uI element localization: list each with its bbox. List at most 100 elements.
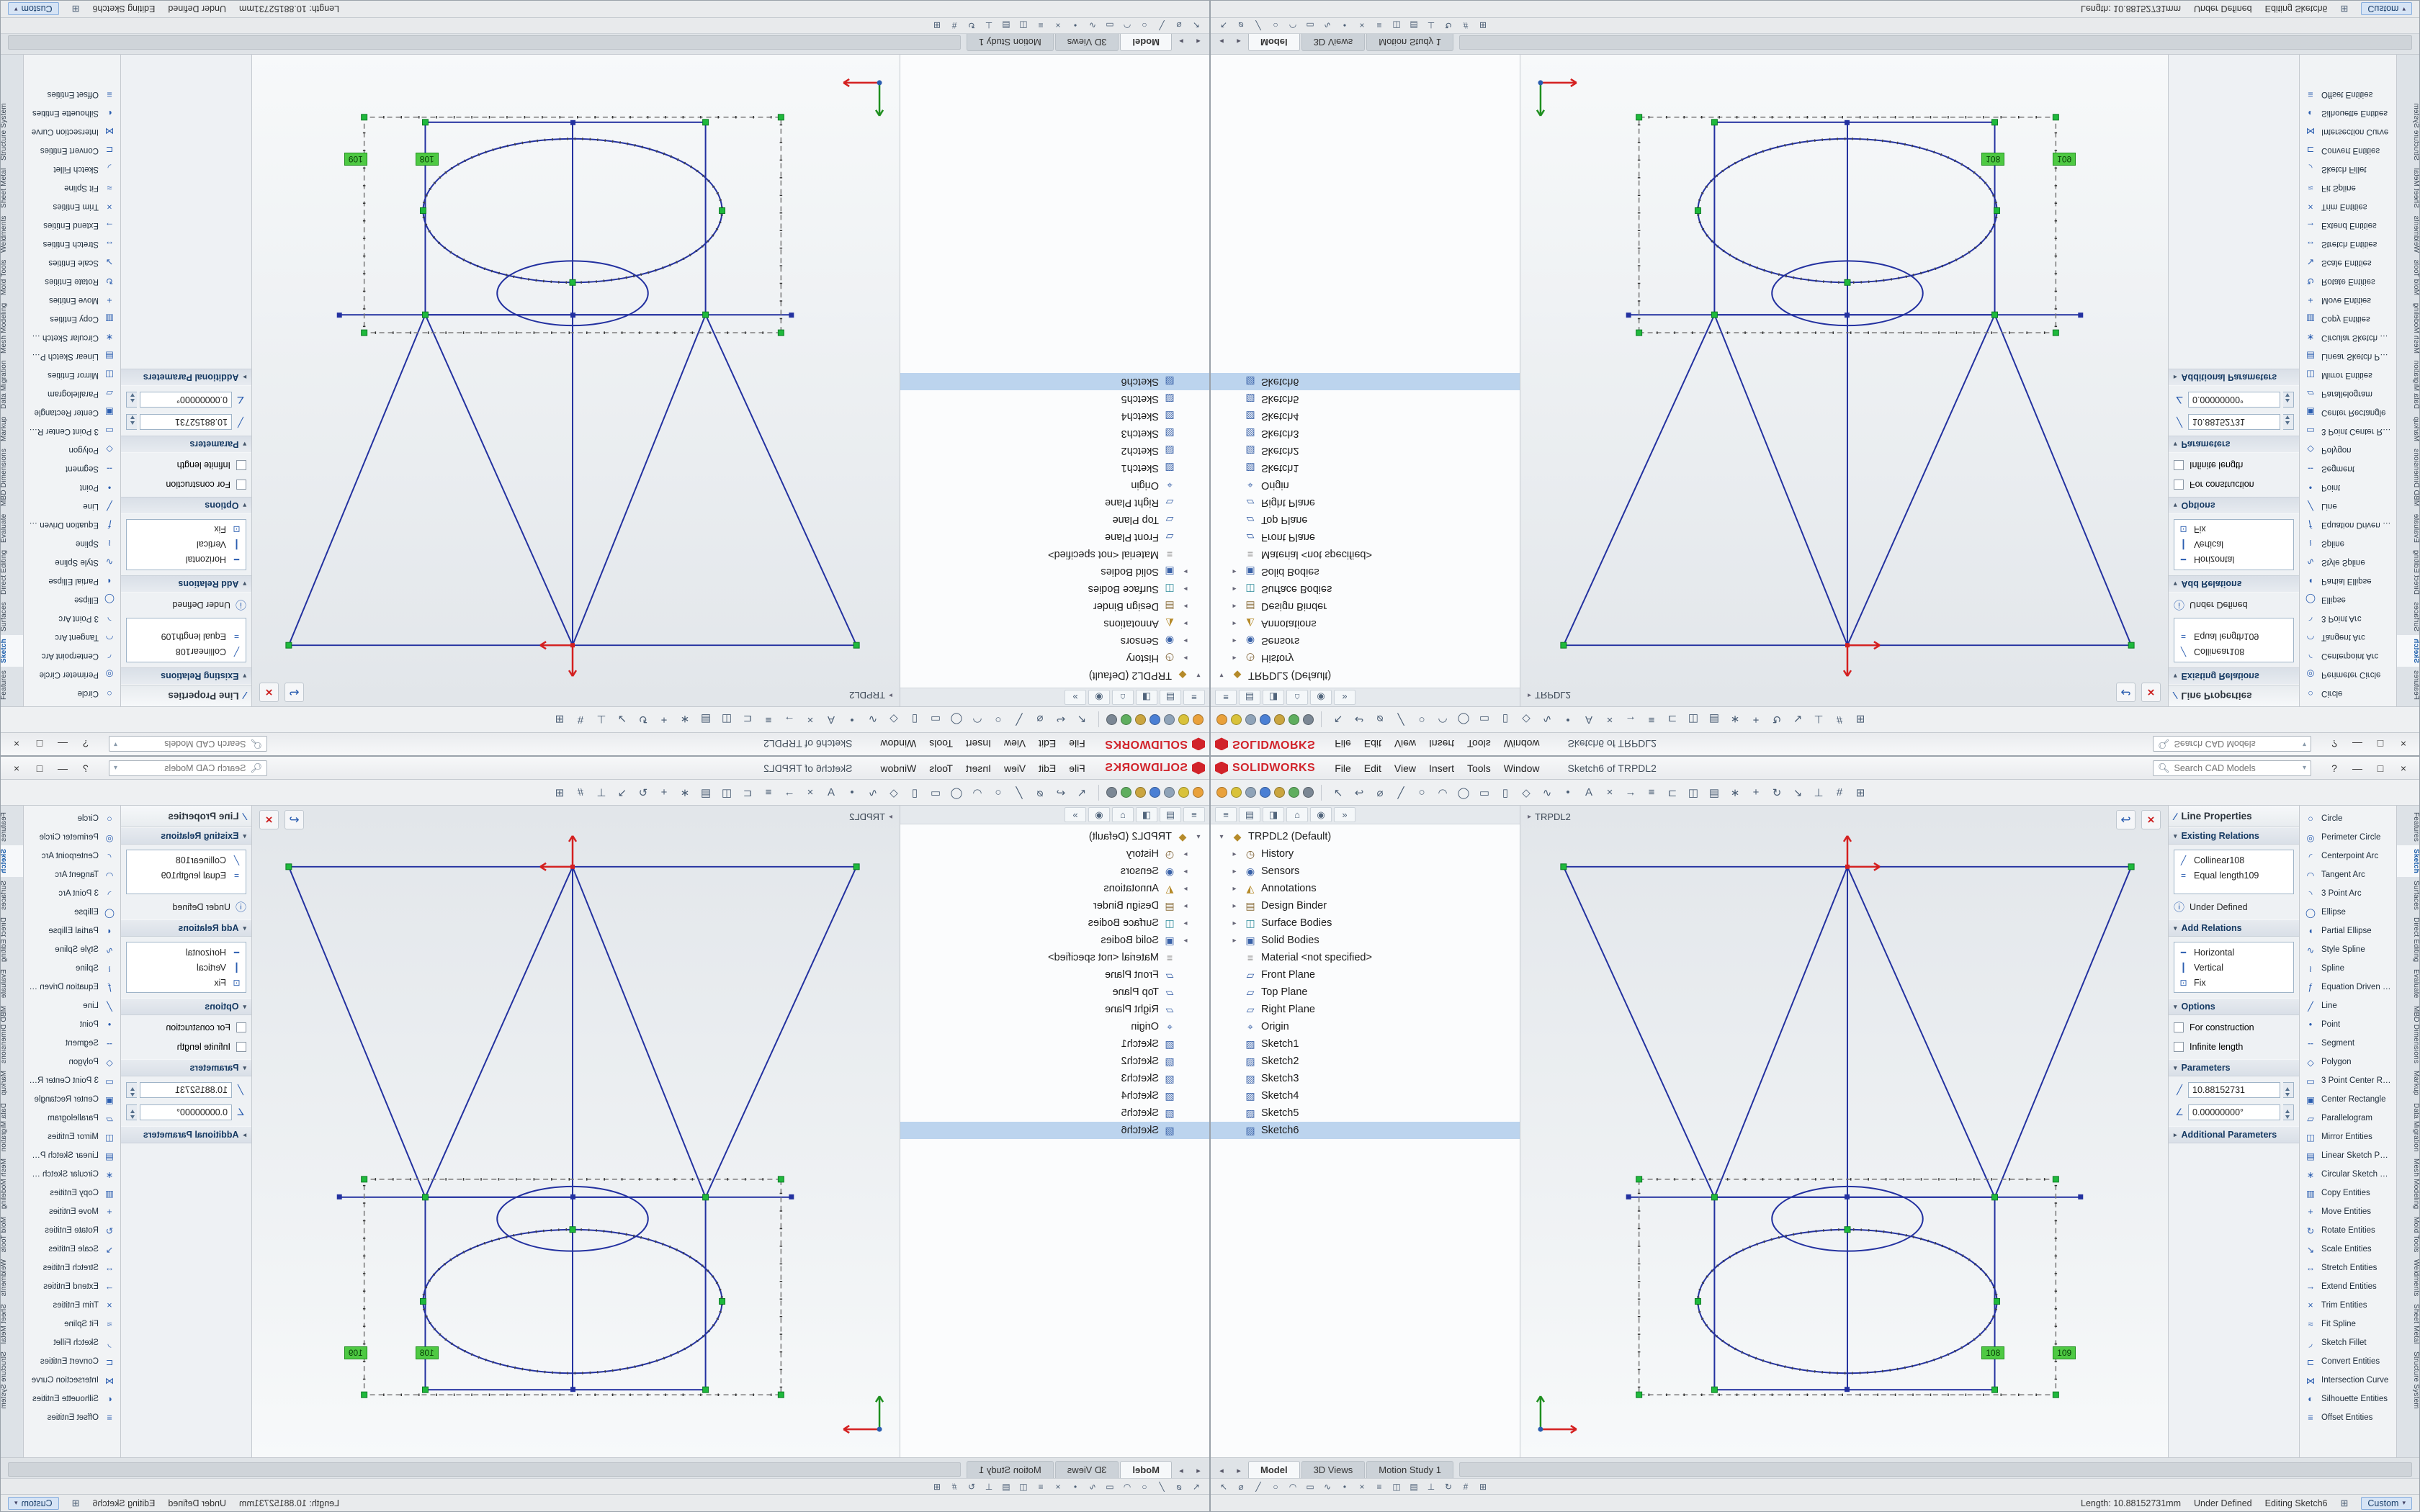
linear-pattern-icon[interactable]: ▤ [1708,713,1720,726]
spinner-icon[interactable] [126,414,137,430]
doc-tab-model[interactable]: Model [1120,1461,1172,1478]
angle-parameter[interactable]: ∠0.00000000° [2174,1104,2294,1121]
parameter-value[interactable]: 0.00000000° [2188,392,2280,408]
palette-item-perimeter-circle[interactable]: ◎Perimeter Circle [24,828,120,847]
tree-item-top-plane[interactable]: ▱Top Plane [900,511,1209,528]
add-relation-fix-button[interactable]: ⊡Fix [128,975,244,990]
trim-entities-icon[interactable]: × [1055,1481,1061,1492]
palette-item-linear-sketch-pattern[interactable]: ▤Linear Sketch Pattern [2300,347,2396,366]
palette-item-segment[interactable]: ╌Segment [2300,459,2396,478]
menu-window[interactable]: Window [880,738,917,750]
palette-item-spline[interactable]: ≀Spline [24,959,120,978]
palette-item-intersection-curve[interactable]: ⋈Intersection Curve [24,122,120,141]
rotate-entities-icon[interactable]: ↻ [967,20,976,31]
menu-view[interactable]: View [1004,738,1026,750]
new-file-icon[interactable] [1216,714,1227,725]
palette-item-fit-spline[interactable]: ≈Fit Spline [2300,1315,2396,1333]
tree-item-annotations[interactable]: ▸◭Annotations [900,880,1209,897]
relations-list[interactable]: ╱Collinear108=Equal length109 [2174,850,2294,894]
menu-window[interactable]: Window [1503,762,1540,774]
rotate-entities-icon[interactable]: ↻ [1772,713,1782,726]
palette-item-fit-spline[interactable]: ≈Fit Spline [24,1315,120,1333]
search-chevron-icon[interactable]: ▾ [2302,740,2306,748]
palette-item-parallelogram[interactable]: ▱Parallelogram [2300,1109,2396,1128]
palette-item-polygon[interactable]: ◇Polygon [24,1053,120,1071]
relations-list[interactable]: ╱Collinear108=Equal length109 [126,850,246,894]
tree-item-solid-bodies[interactable]: ▸▣Solid Bodies [900,932,1209,949]
rotate-entities-icon[interactable]: ↻ [1444,20,1453,31]
help-button[interactable]: ? [83,762,89,774]
exit-sketch-corner-icon[interactable]: ↩ [284,810,304,829]
palette-item-circle[interactable]: ○Circle [24,809,120,828]
add-relation-icon[interactable]: ⊥ [985,1481,993,1492]
ellipse-tool-icon[interactable]: ◯ [950,713,963,726]
doc-tab-3d-views[interactable]: 3D Views [1301,1461,1366,1478]
add-relations-header[interactable]: ▾ Add Relations [121,919,251,937]
palette-item-centerpoint-arc[interactable]: ◜Centerpoint Arc [24,847,120,865]
command-tab-evaluate[interactable]: Evaluate [2412,513,2419,543]
pane-expand-tab[interactable]: » [1334,807,1355,822]
tree-item-annotations[interactable]: ▸◭Annotations [900,615,1209,632]
quick-snaps-icon[interactable]: # [577,786,584,798]
doc-tab-model[interactable]: Model [1248,1461,1300,1478]
trim-entities-icon[interactable]: × [1359,20,1365,31]
print-icon[interactable] [1150,787,1160,798]
point-tool-icon[interactable]: • [850,714,854,726]
palette-item-mirror-entities[interactable]: ◫Mirror Entities [2300,1128,2396,1146]
spinner-icon[interactable] [2283,1082,2294,1098]
command-tab-weldments[interactable]: Weldments [2412,215,2419,253]
circular-pattern-icon[interactable]: ∗ [1730,786,1740,799]
circle-tool-icon[interactable]: ○ [1273,1481,1278,1492]
move-entities-icon[interactable]: + [660,714,668,726]
mirror-entities-icon[interactable]: ◫ [1392,1481,1401,1492]
palette-item-trim-entities[interactable]: ×Trim Entities [2300,197,2396,216]
open-file-icon[interactable] [1231,714,1242,725]
convert-entities-icon[interactable]: ⊏ [1667,713,1677,726]
menu-edit[interactable]: Edit [1363,738,1381,750]
tree-item-sensors[interactable]: ▸◉Sensors [1211,632,1520,649]
palette-item-silhouette-entities[interactable]: ◐Silhouette Entities [2300,1390,2396,1408]
palette-item-scale-entities[interactable]: ↘Scale Entities [2300,253,2396,272]
grid-icon[interactable]: ⊞ [1479,1481,1487,1492]
featuremanager-tab[interactable]: ≡ [1215,690,1237,705]
command-tab-mesh-modeling[interactable]: Mesh Modeling [1,1158,8,1210]
offset-entities-icon[interactable]: ≡ [1376,20,1382,31]
grid-icon[interactable]: ⊞ [933,1481,941,1492]
smart-dimension-icon[interactable]: ⌀ [1238,1481,1244,1492]
relation-item-collinear108[interactable]: ╱Collinear108 [2176,644,2292,660]
palette-item-partial-ellipse[interactable]: ◖Partial Ellipse [2300,922,2396,940]
circle-tool-icon[interactable]: ○ [995,786,1002,798]
palette-item-extend-entities[interactable]: →Extend Entities [24,216,120,235]
select-tool-icon[interactable]: ↖ [1077,786,1087,799]
parameters-header[interactable]: ▾ Parameters [121,1059,251,1076]
scale-entities-icon[interactable]: ↘ [1793,786,1803,799]
propertymanager-tab[interactable]: ▤ [1239,690,1260,705]
unit-system-selector[interactable]: Custom ▾ [2361,1496,2412,1510]
palette-item-point[interactable]: •Point [2300,478,2396,497]
length-parameter[interactable]: ╱10.88152731 [126,1081,246,1099]
polygon-tool-icon[interactable]: ◇ [1522,713,1531,726]
options-icon[interactable] [1106,787,1117,798]
command-tab-evaluate[interactable]: Evaluate [2412,969,2419,999]
palette-item-circular-sketch-pattern[interactable]: ∗Circular Sketch Pattern [2300,1165,2396,1184]
tree-item-sensors[interactable]: ▸◉Sensors [1211,863,1520,880]
checkbox-for-construction[interactable]: For construction [2174,477,2294,492]
displaymanager-tab[interactable]: ◉ [1088,690,1110,705]
menu-window[interactable]: Window [880,762,917,774]
new-file-icon[interactable] [1216,787,1227,798]
palette-item-linear-sketch-pattern[interactable]: ▤Linear Sketch Pattern [24,1146,120,1165]
line-tool-icon[interactable]: ╱ [1255,20,1261,31]
grid-settings-icon[interactable]: ⊞ [555,786,565,799]
menu-edit[interactable]: Edit [1363,762,1381,774]
tree-item-sketch5[interactable]: ▨Sketch5 [900,1104,1209,1122]
checkbox-for-construction[interactable]: For construction [126,477,246,492]
spinner-up-icon[interactable] [2283,1105,2293,1113]
palette-item-centerpoint-arc[interactable]: ◜Centerpoint Arc [2300,647,2396,665]
tree-item-sensors[interactable]: ▸◉Sensors [900,863,1209,880]
checkbox-infinite-length[interactable]: Infinite length [2174,1040,2294,1054]
line-tool-icon[interactable]: ╱ [1016,713,1023,726]
polygon-tool-icon[interactable]: ◇ [889,786,898,799]
command-tab-direct-editing[interactable]: Direct Editing [1,917,8,963]
print-icon[interactable] [1150,714,1160,725]
palette-item-parallelogram[interactable]: ▱Parallelogram [24,384,120,403]
